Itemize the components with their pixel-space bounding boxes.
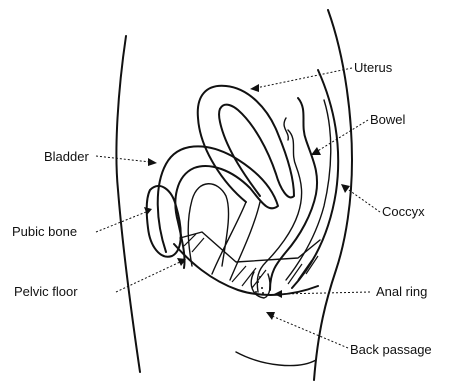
label-pelvic-floor: Pelvic floor <box>14 284 78 299</box>
pelvic-floor-muscle <box>180 232 320 288</box>
body-back-outline <box>314 10 352 380</box>
leader-pubic-bone <box>96 207 152 232</box>
leader-uterus <box>250 68 352 92</box>
label-bladder: Bladder <box>44 149 89 164</box>
leader-back-passage <box>266 312 348 348</box>
leader-bowel <box>311 120 368 155</box>
label-uterus: Uterus <box>354 60 393 75</box>
label-coccyx: Coccyx <box>382 204 425 219</box>
leader-bladder <box>96 156 157 166</box>
body-front-outline <box>116 36 140 372</box>
leader-coccyx <box>341 184 380 212</box>
lower-back-contour <box>236 352 316 366</box>
sacrum-curve <box>292 70 338 288</box>
bladder-inner <box>188 184 228 266</box>
leader-anal-ring <box>274 290 370 298</box>
bladder <box>158 146 278 268</box>
pelvic-floor-base <box>174 244 318 295</box>
label-bowel: Bowel <box>370 112 406 127</box>
label-anal-ring: Anal ring <box>376 284 427 299</box>
label-pubic-bone: Pubic bone <box>12 224 77 239</box>
coccyx-inner <box>286 100 331 280</box>
label-back-passage: Back passage <box>350 342 432 357</box>
bowel-coil <box>284 118 288 140</box>
